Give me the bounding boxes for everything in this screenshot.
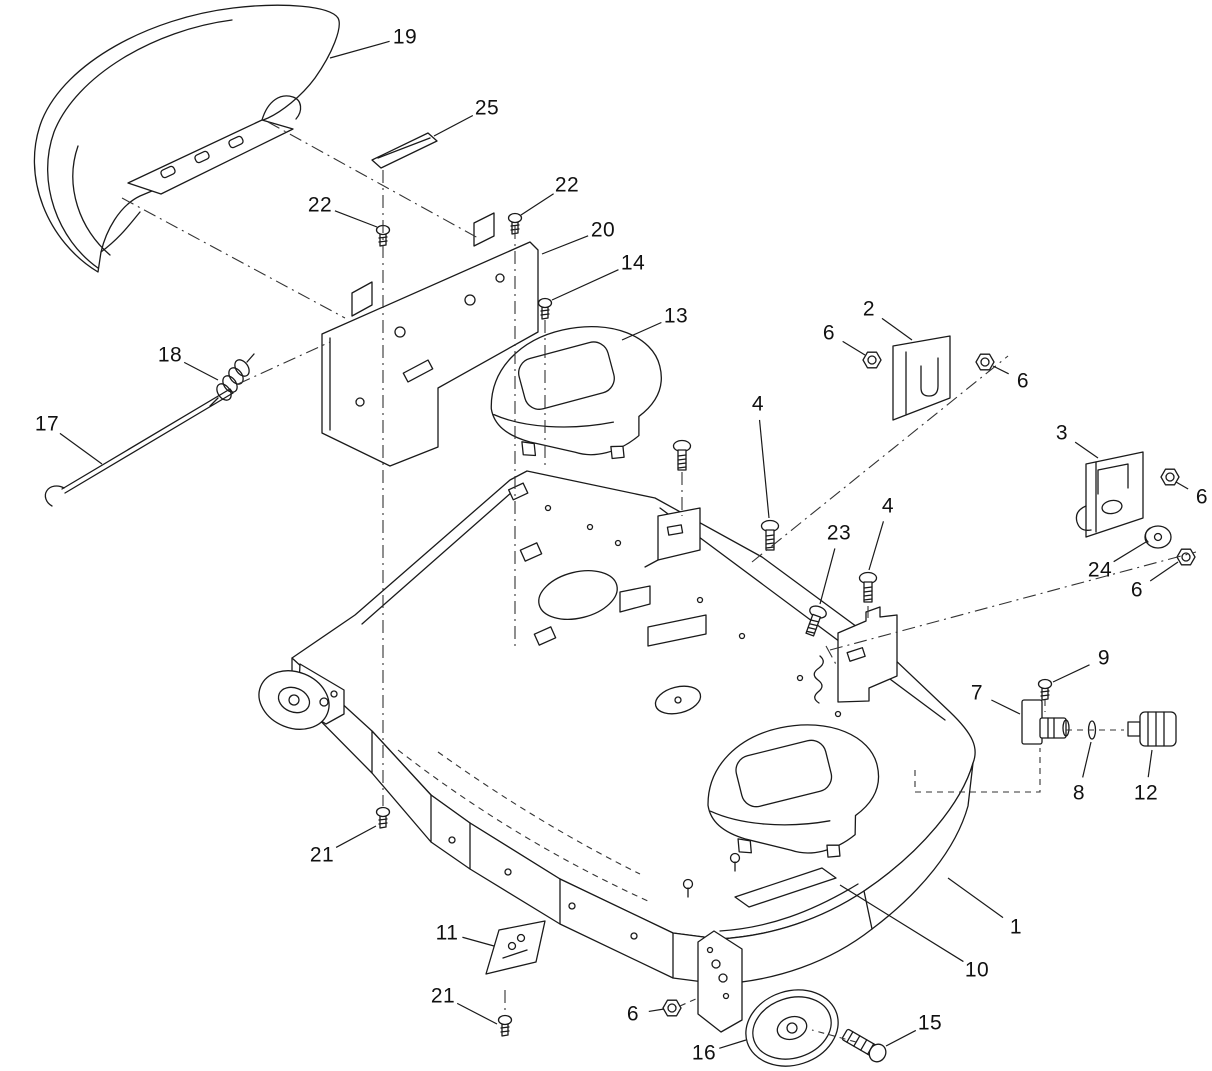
bolt-15 [841,1028,887,1063]
bracket-2 [892,335,951,421]
callout-leader-21 [335,825,377,848]
callout-leader-15 [885,1029,917,1047]
screw-21-bottom [497,1014,513,1037]
callout-leader-6 [1175,481,1189,490]
elbow-fitting-7 [1021,699,1070,745]
bolt-4-upper [672,439,692,471]
callout-leader-9 [1052,664,1090,683]
washer-24 [1144,525,1172,549]
callout-9: 9 [1097,646,1111,670]
deflector-19 [33,4,340,273]
callout-4: 4 [881,494,895,518]
bolt-4-mid [760,519,780,551]
nut-6-bottom [662,999,682,1017]
callout-6: 6 [1016,369,1030,393]
callout-13: 13 [663,304,689,328]
callout-25: 25 [474,96,500,120]
callout-leader-6 [1149,561,1179,582]
callout-2: 2 [862,297,876,321]
callout-leader-6 [992,365,1009,375]
callout-leader-2 [881,317,913,341]
nut-6-below-24 [1176,548,1196,566]
callout-23: 23 [826,521,852,545]
callout-leader-21 [456,1002,498,1025]
mower-deck [291,470,976,985]
callout-leader-3 [1074,441,1099,459]
callout-leader-4 [868,521,885,571]
callout-leader-6 [648,1008,665,1013]
callout-leader-1 [947,877,1004,919]
callout-16: 16 [691,1041,717,1065]
callout-6: 6 [1195,485,1209,509]
rod-17 [44,388,234,507]
callout-15: 15 [917,1011,943,1035]
callout-leader-22 [334,210,378,228]
callout-7: 7 [970,681,984,705]
callout-14: 14 [620,251,646,275]
nut-6-left-of-2 [862,351,882,369]
callout-21: 21 [309,843,335,867]
callout-leader-18 [183,361,219,381]
callout-leader-8 [1082,741,1092,778]
callout-4: 4 [751,392,765,416]
callout-leader-6 [842,340,866,356]
callout-leader-16 [719,1039,747,1049]
callout-leader-11 [462,936,495,947]
callout-leader-23 [819,548,836,605]
hose-fitting-12 [1127,711,1177,747]
callout-leader-13 [621,321,662,341]
callout-leader-4 [758,419,770,519]
callout-22: 22 [307,193,333,217]
callout-19: 19 [392,25,418,49]
callout-6: 6 [626,1002,640,1026]
spring-18 [209,353,255,407]
screw-9 [1037,678,1053,701]
caster-wheel-assembly [697,930,839,1067]
callout-3: 3 [1055,421,1069,445]
callout-leader-lines [59,40,1189,1049]
callout-17: 17 [34,412,60,436]
screw-14 [537,297,553,320]
callout-leader-12 [1147,749,1153,778]
callout-leader-24 [1113,541,1147,563]
callout-20: 20 [590,218,616,242]
callout-leader-19 [329,40,390,59]
bracket-3 [1075,451,1144,538]
callout-24: 24 [1087,558,1113,582]
callout-12: 12 [1133,781,1159,805]
callout-1: 1 [1009,915,1023,939]
roller-wheel [258,663,345,730]
bracket-11 [485,920,546,975]
callout-22: 22 [554,173,580,197]
callout-leader-10 [839,884,964,963]
callout-leader-7 [991,699,1021,715]
callout-leader-20 [541,235,589,255]
strip-25 [371,132,438,169]
bolt-4-right [858,571,878,603]
callout-8: 8 [1072,781,1086,805]
nut-6-right-of-2 [975,353,995,371]
callout-21: 21 [430,984,456,1008]
callout-18: 18 [157,343,183,367]
callout-leader-25 [433,114,474,137]
assembly-centerlines [121,121,1197,1043]
callout-leader-22 [520,193,554,216]
callout-6: 6 [1130,578,1144,602]
bracket-plate-20 [321,212,539,467]
callout-leader-14 [551,269,619,301]
caster-wheel [745,989,839,1067]
screw-21-left [375,806,391,829]
callout-11: 11 [435,921,459,945]
callout-leader-17 [59,432,103,465]
callout-10: 10 [964,958,990,982]
callout-6: 6 [822,321,836,345]
